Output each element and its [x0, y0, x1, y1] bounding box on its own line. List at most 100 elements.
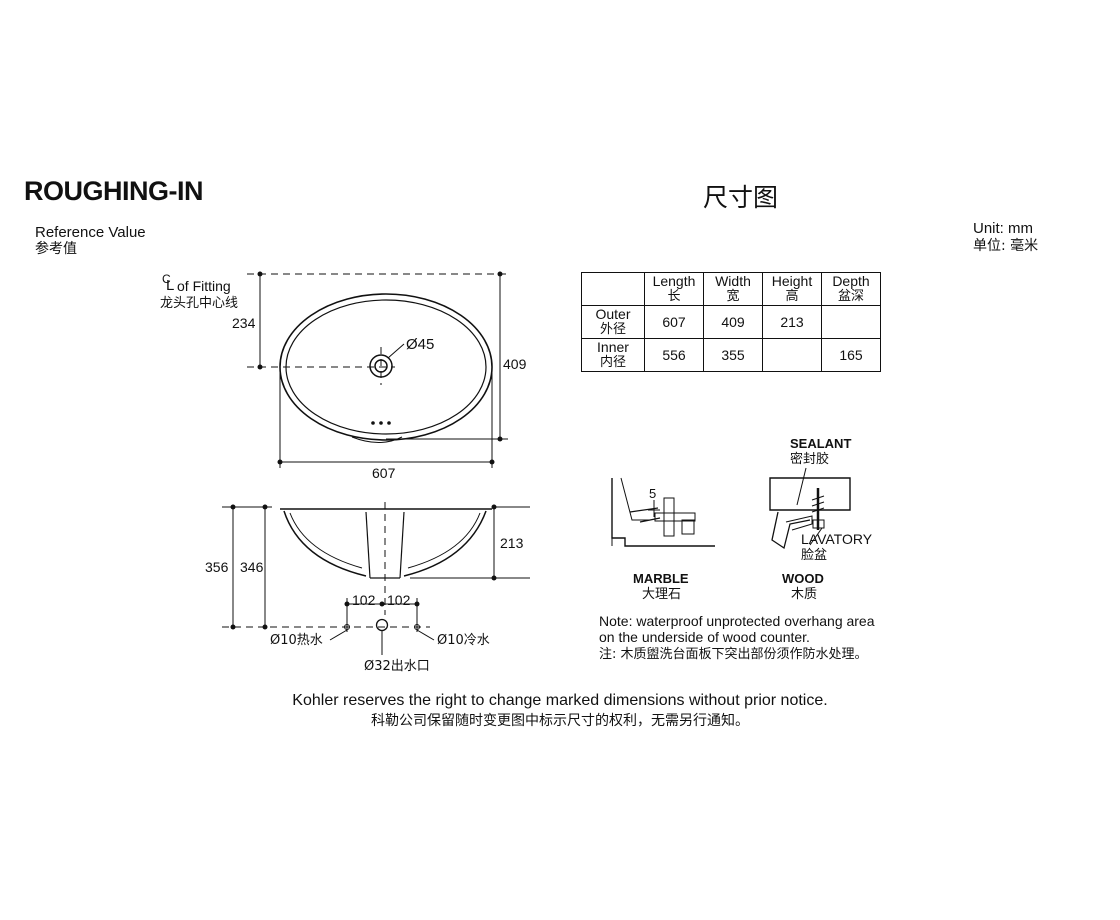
reference-value-label-zh: 参考值	[35, 241, 77, 257]
row-label-inner: Inner	[597, 339, 629, 355]
marble-dim-label: 5	[649, 486, 656, 501]
header-height: Height	[771, 273, 813, 289]
marble-label: MARBLE	[633, 571, 689, 586]
table-cell: 607	[644, 305, 704, 339]
drain-pipe-right	[399, 511, 405, 579]
dim-dot	[491, 575, 497, 581]
side-view: 356 346 213 102 102 Ø10热水 Ø10冷水 Ø32出水口	[205, 502, 530, 674]
marble-counter	[611, 478, 715, 547]
drain-outlet-hole	[375, 618, 389, 632]
sealant-label: SEALANT	[790, 436, 851, 451]
drain-hole-outer	[369, 354, 393, 378]
drain-pipe-left	[365, 511, 371, 579]
wood-nut	[812, 519, 825, 529]
bowl-left	[283, 510, 367, 577]
drain-hole-inner	[374, 359, 388, 373]
marble-bolt	[663, 497, 675, 537]
centerline-symbol: L	[166, 277, 174, 294]
sealant-leader	[796, 467, 807, 506]
table-cell: 213	[762, 305, 822, 339]
overflow-hole	[379, 421, 383, 425]
marble-clip	[629, 507, 659, 513]
row-label-cell: Inner 内径	[581, 338, 645, 372]
header-height-zh: 高	[785, 289, 799, 304]
table-header-cell: Length 长	[644, 272, 704, 306]
lavatory-label-zh: 脸盆	[801, 548, 827, 563]
lavatory-label: LAVATORY	[801, 531, 873, 547]
basin-inner-rim	[285, 299, 487, 435]
table-cell	[762, 338, 822, 372]
dim-dot	[491, 504, 497, 510]
marble-nut	[681, 519, 695, 535]
note-line-3: 注: 木质盥洗台面板下突出部份须作防水处理。	[599, 646, 868, 662]
table-header-cell: Height 高	[762, 272, 822, 306]
dim-dot	[257, 364, 263, 370]
cold-water-leader	[416, 629, 435, 641]
dim-dot	[277, 459, 283, 465]
hole-diameter-label: Ø45	[406, 336, 434, 353]
row-label-cell: Outer 外径	[581, 305, 645, 339]
unit-label: Unit: mm	[973, 220, 1033, 237]
table-row: Outer 外径 607 409 213	[581, 305, 881, 339]
disclaimer-notice: Kohler reserves the right to change mark…	[292, 692, 828, 709]
top-view: L C of Fitting 龙头孔中心线 234 409 607 Ø45	[160, 271, 527, 481]
table-cell: 556	[644, 338, 704, 372]
hot-water-leader	[329, 629, 348, 641]
dim-213-label: 213	[500, 535, 524, 551]
dim-409-label: 409	[503, 356, 527, 372]
cold-water-hole	[414, 624, 420, 630]
dim-dot	[230, 504, 236, 510]
sealant-label-zh: 密封胶	[790, 451, 829, 467]
marble-label-zh: 大理石	[642, 587, 681, 602]
centerline-label-zh: 龙头孔中心线	[160, 296, 238, 311]
dim-dot	[257, 271, 263, 277]
hot-water-hole	[344, 624, 350, 630]
page-title: ROUGHING-IN	[24, 176, 204, 206]
bowl-inner-right	[407, 512, 481, 569]
wood-counter	[769, 477, 851, 511]
dim-dot	[489, 459, 495, 465]
header-width-zh: 宽	[726, 289, 740, 304]
unit-label-zh: 单位: 毫米	[973, 238, 1039, 254]
header-length: Length	[652, 273, 696, 289]
table-header-cell: Width 宽	[703, 272, 763, 306]
dim-dot	[497, 436, 503, 442]
overflow-hole	[371, 421, 375, 425]
wood-label-zh: 木质	[791, 587, 817, 602]
note-line-2: on the underside of wood counter.	[599, 629, 810, 645]
table-cell: 355	[703, 338, 763, 372]
disclaimer-notice-zh: 科勒公司保留随时变更图中标示尺寸的权利，无需另行通知。	[371, 713, 749, 729]
table-row: Inner 内径 556 355 165	[581, 338, 881, 372]
dim-234-label: 234	[232, 315, 256, 331]
table-header-cell	[581, 272, 645, 306]
bowl-right	[403, 510, 487, 577]
dim-346-label: 346	[240, 559, 264, 575]
centerline-c-mark: C	[162, 272, 171, 286]
dimensions-table: Length 长 Width 宽 Height 高 Depth 盆深 Outer…	[581, 272, 881, 372]
table-cell: 165	[821, 338, 881, 372]
header-depth-zh: 盆深	[837, 289, 864, 304]
header-width: Width	[715, 273, 751, 289]
dim-607-label: 607	[372, 465, 396, 481]
marble-basin-wall	[620, 477, 650, 521]
dim-dot	[379, 601, 385, 607]
dim-102-left-label: 102	[352, 592, 376, 608]
dim-dot	[262, 504, 268, 510]
drain-outlet-label: Ø32出水口	[364, 659, 430, 674]
row-label-inner-zh: 内径	[599, 355, 626, 370]
marble-clip	[639, 517, 661, 523]
reference-value-label: Reference Value	[35, 224, 146, 241]
overflow-hole	[387, 421, 391, 425]
centerline-label: of Fitting	[177, 278, 231, 294]
dim-356-label: 356	[205, 559, 229, 575]
page-title-zh: 尺寸图	[703, 183, 779, 212]
header-depth: Depth	[832, 273, 870, 289]
header-length-zh: 长	[667, 289, 681, 304]
table-header-cell: Depth 盆深	[821, 272, 881, 306]
cold-water-label: Ø10冷水	[437, 633, 490, 648]
hole-leader-line	[387, 343, 405, 359]
lavatory-leader	[809, 527, 823, 546]
dim-dot	[497, 271, 503, 277]
marble-bracket	[654, 512, 696, 522]
